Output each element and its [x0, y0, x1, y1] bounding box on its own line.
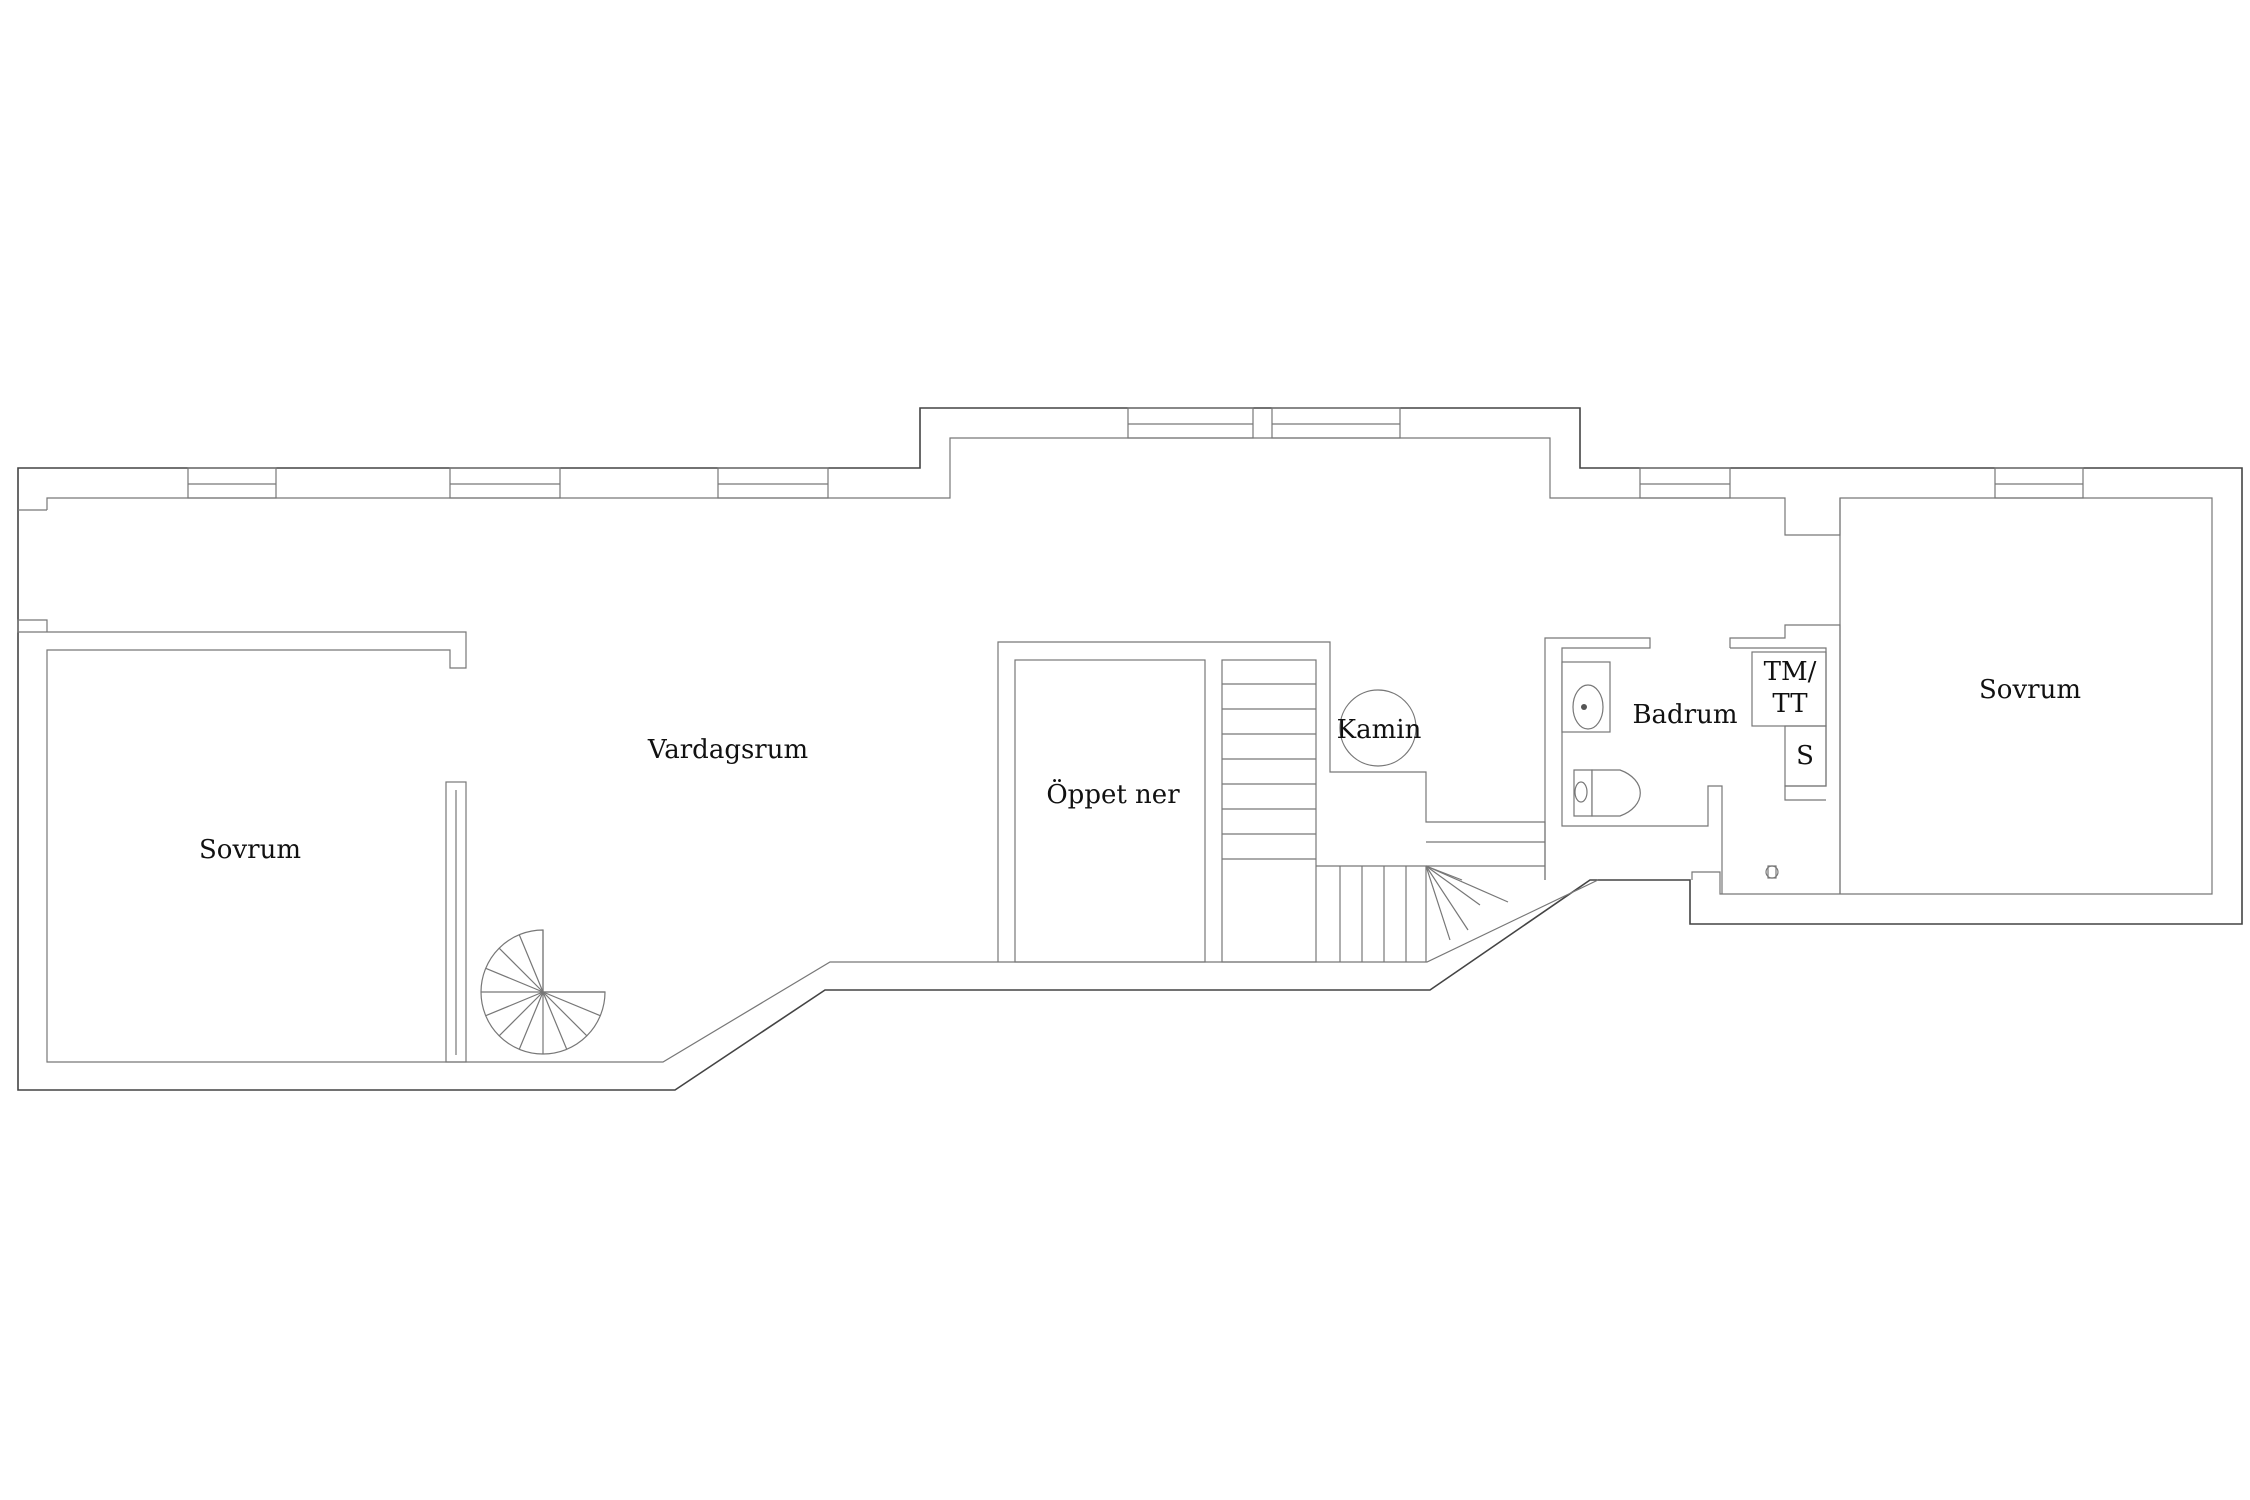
room-label-open-below: Öppet ner [1046, 778, 1180, 810]
room-label-bathroom: Badrum [1632, 700, 1737, 730]
room-label-bedroom-right: Sovrum [1979, 675, 2081, 705]
room-label-fireplace: Kamin [1337, 715, 1422, 745]
washbasin-icon [1561, 661, 1611, 733]
winder-stair [1425, 841, 1545, 941]
stair-treads [1222, 683, 1316, 860]
bathroom-walls [1544, 637, 1723, 894]
toilet-icon [1573, 769, 1641, 817]
spiral-tread [485, 991, 544, 1017]
room-label-washer-dryer-2: TT [1772, 689, 1808, 719]
room-label-washer-dryer-1: TM/ [1764, 657, 1817, 687]
fireplace-symbol [1339, 689, 1417, 767]
stair-landing [1316, 865, 1427, 962]
room-label-living-room: Vardagsrum [647, 735, 808, 765]
spiral-staircase [480, 929, 606, 1055]
landing-treads [1339, 866, 1407, 962]
stair-enclosure [997, 641, 1546, 962]
spiral-tread [485, 967, 544, 993]
outer-wall [17, 407, 2243, 1091]
inner-wall [46, 437, 2213, 895]
floor-drain-icon [1765, 865, 1779, 879]
spiral-tread [542, 991, 568, 1050]
spiral-tread [498, 947, 544, 993]
open-below-void [1014, 659, 1206, 963]
spiral-tread [542, 991, 588, 1037]
spiral-tread [518, 934, 544, 993]
windows [187, 407, 2084, 499]
inner-wall-south [17, 619, 1599, 1063]
spiral-tread [542, 991, 601, 1017]
left-bedroom-door-frame [445, 781, 467, 1063]
spiral-tread [498, 991, 544, 1037]
straight-stair [1221, 659, 1317, 963]
room-label-cabinet: S [1796, 741, 1814, 771]
spiral-tread [518, 991, 544, 1050]
laundry-area [1751, 651, 1827, 787]
room-label-bedroom-left: Sovrum [199, 835, 301, 865]
